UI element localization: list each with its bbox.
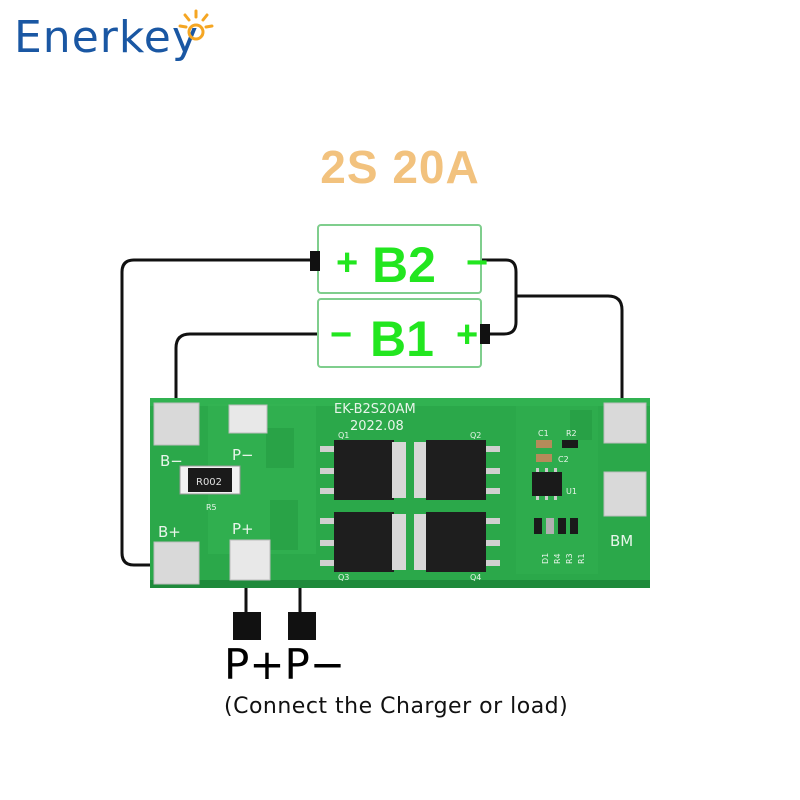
ref-r2: R2 bbox=[566, 429, 577, 438]
ref-c2: C2 bbox=[558, 455, 569, 464]
pcb-board: B− P− B+ P+ BM EK-B2S20AM 2022.08 R002 R… bbox=[150, 398, 650, 588]
b2-plus-sign: + bbox=[336, 242, 358, 284]
p-minus-connector bbox=[288, 612, 316, 640]
ref-q4: Q4 bbox=[470, 573, 481, 582]
b2-minus-sign: − bbox=[466, 242, 488, 284]
pad-label-b-plus: B+ bbox=[158, 523, 181, 541]
output-label-p-minus: P− bbox=[284, 640, 346, 689]
output-label-p-plus: P+ bbox=[224, 640, 285, 689]
ic-u1 bbox=[532, 468, 562, 500]
ref-r5: R5 bbox=[206, 503, 217, 512]
cell-b1: − B1 + bbox=[317, 298, 482, 368]
p-plus-connector bbox=[233, 612, 261, 640]
brand-logo: Enerkey bbox=[14, 12, 199, 63]
ref-r3: R3 bbox=[565, 553, 574, 564]
board-date: 2022.08 bbox=[350, 419, 404, 434]
ref-q1: Q1 bbox=[338, 431, 349, 440]
b1-label: B1 bbox=[370, 311, 434, 367]
wire-b2-plus-to-b-plus bbox=[120, 258, 314, 567]
resistor-r5-marking: R002 bbox=[196, 477, 222, 488]
b1-plus-sign: + bbox=[456, 314, 478, 356]
wire-b1-minus-to-b-minus bbox=[174, 332, 322, 422]
output-labels: P+P− bbox=[224, 640, 345, 689]
b1-minus-sign: − bbox=[330, 314, 352, 356]
pad-label-p-plus: P+ bbox=[232, 520, 254, 538]
ref-c1: C1 bbox=[538, 429, 549, 438]
ref-q2: Q2 bbox=[470, 431, 481, 440]
ref-u1: U1 bbox=[566, 487, 577, 496]
mosfet-q2 bbox=[414, 440, 500, 500]
board-model: EK-B2S20AM bbox=[334, 402, 416, 417]
b1-positive-terminal bbox=[480, 324, 490, 344]
cell-b2: + B2 − bbox=[317, 224, 488, 294]
ref-r1: R1 bbox=[577, 553, 586, 564]
connection-note: (Connect the Charger or load) bbox=[224, 694, 569, 719]
ref-d1: D1 bbox=[541, 553, 550, 564]
b2-positive-terminal bbox=[310, 251, 320, 271]
mosfet-q4 bbox=[414, 512, 500, 572]
spec-title: 2S 20A bbox=[320, 141, 480, 193]
ref-r4: R4 bbox=[553, 553, 562, 564]
wire-midpoint-to-bm bbox=[514, 294, 624, 478]
pad-label-p-minus: P− bbox=[232, 446, 254, 464]
b2-label: B2 bbox=[372, 237, 436, 293]
pad-label-b-minus: B− bbox=[160, 452, 183, 470]
mosfet-q3 bbox=[320, 512, 406, 572]
sun-icon bbox=[178, 9, 214, 41]
mosfet-q1 bbox=[320, 440, 406, 500]
pad-label-bm: BM bbox=[610, 532, 633, 550]
ref-q3: Q3 bbox=[338, 573, 349, 582]
